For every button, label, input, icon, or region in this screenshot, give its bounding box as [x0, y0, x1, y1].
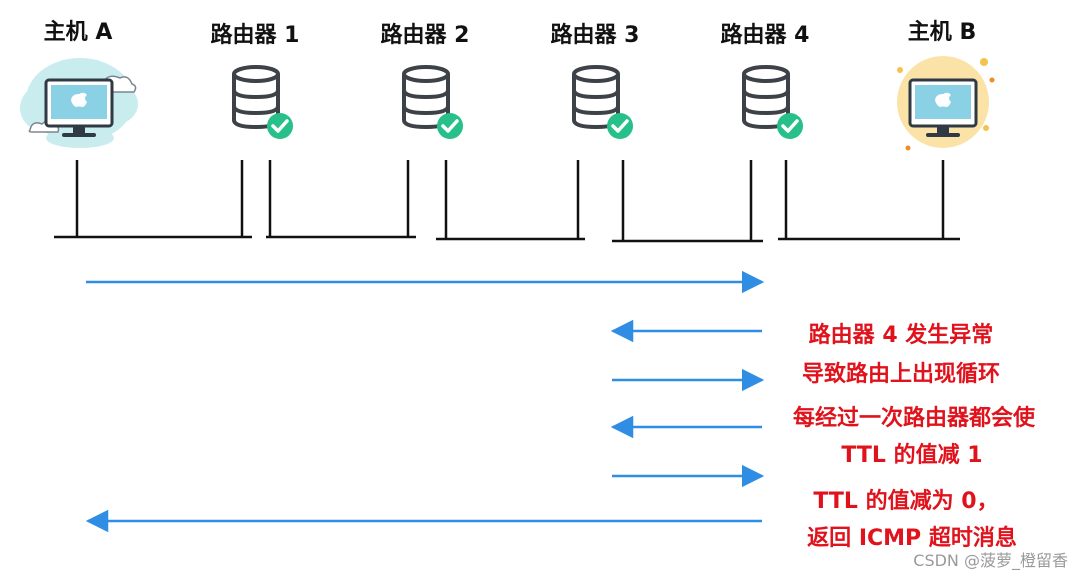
router-2-icon [402, 65, 463, 139]
router-3-icon [572, 65, 633, 139]
note-ttl-zero: TTL 的值减为 0， [813, 488, 998, 514]
link-router-2-router-3 [436, 160, 585, 241]
link-router-3-router-4 [612, 160, 763, 243]
router-3-label: 路由器 3 [551, 22, 640, 48]
router-4-label: 路由器 4 [721, 22, 810, 48]
desktop-computer-icon [20, 58, 138, 148]
link-host-a-router-1 [54, 160, 252, 239]
link-router-1-router-2 [266, 160, 416, 239]
note-router-4-fault: 路由器 4 发生异常 [809, 322, 994, 348]
note-each-hop: 每经过一次路由器都会使 [793, 405, 1036, 431]
note-ttl-decrement: TTL 的值减 1 [841, 442, 982, 468]
note-icmp-timeout: 返回 ICMP 超时消息 [807, 525, 1017, 551]
host-a-label: 主机 A [44, 20, 113, 45]
note-routing-loop: 导致路由上出现循环 [802, 361, 1000, 387]
router-1-label: 路由器 1 [211, 22, 300, 48]
desktop-computer-icon [897, 56, 995, 151]
watermark: CSDN @菠萝_橙留香 [913, 551, 1068, 571]
router-2-label: 路由器 2 [381, 22, 470, 48]
host-b-label: 主机 B [908, 20, 976, 45]
router-1-icon [232, 65, 293, 139]
router-4-icon [742, 65, 803, 139]
link-router-4-host-b [778, 160, 960, 241]
